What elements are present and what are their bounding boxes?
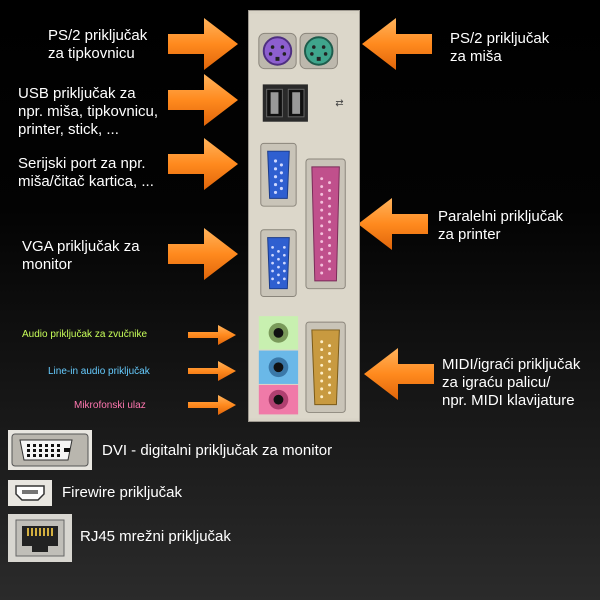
arrow-ps2-keyboard (168, 18, 238, 70)
io-back-panel: ⇄ (248, 10, 360, 422)
arrow-serial (168, 138, 238, 190)
rj45-connector-image (8, 514, 72, 562)
dvi-connector-image (8, 430, 92, 470)
label-mic: Mikrofonski ulaz (74, 400, 146, 411)
label-line-in: Line-in audio priključak (48, 366, 150, 377)
arrow-usb (168, 74, 238, 126)
arrow-mic (188, 395, 236, 415)
legend-rj45: RJ45 mrežni priključak (80, 528, 231, 545)
serial-port (261, 143, 296, 206)
arrow-audio-out (188, 325, 236, 345)
label-parallel: Paralelni priključak za printer (438, 208, 563, 244)
legend-dvi: DVI - digitalni priključak za monitor (102, 442, 332, 459)
arrow-ps2-mouse (362, 18, 432, 70)
arrow-midi (364, 348, 434, 400)
label-serial: Serijski port za npr. miša/čitač kartica… (18, 155, 154, 191)
label-ps2-keyboard: PS/2 priključak za tipkovnicu (48, 27, 147, 63)
parallel-port (306, 159, 345, 289)
midi-game-port (306, 322, 345, 412)
legend-firewire: Firewire priključak (62, 484, 182, 501)
audio-jacks (259, 316, 298, 414)
label-midi: MIDI/igraći priključak za igraću palicu/… (442, 356, 580, 410)
label-ps2-mouse: PS/2 priključak za miša (450, 30, 549, 66)
label-usb: USB priključak za npr. miša, tipkovnicu,… (18, 85, 158, 139)
arrow-line-in (188, 361, 236, 381)
arrow-vga (168, 228, 238, 280)
ps2-mouse-port (300, 33, 337, 68)
vga-port (261, 230, 296, 297)
label-audio-out: Audio priključak za zvučnike (22, 329, 147, 340)
arrow-parallel (358, 198, 428, 250)
firewire-connector-image (8, 480, 52, 506)
label-vga: VGA priključak za monitor (22, 238, 140, 274)
ps2-keyboard-port (259, 33, 296, 68)
svg-text:⇄: ⇄ (335, 98, 343, 109)
